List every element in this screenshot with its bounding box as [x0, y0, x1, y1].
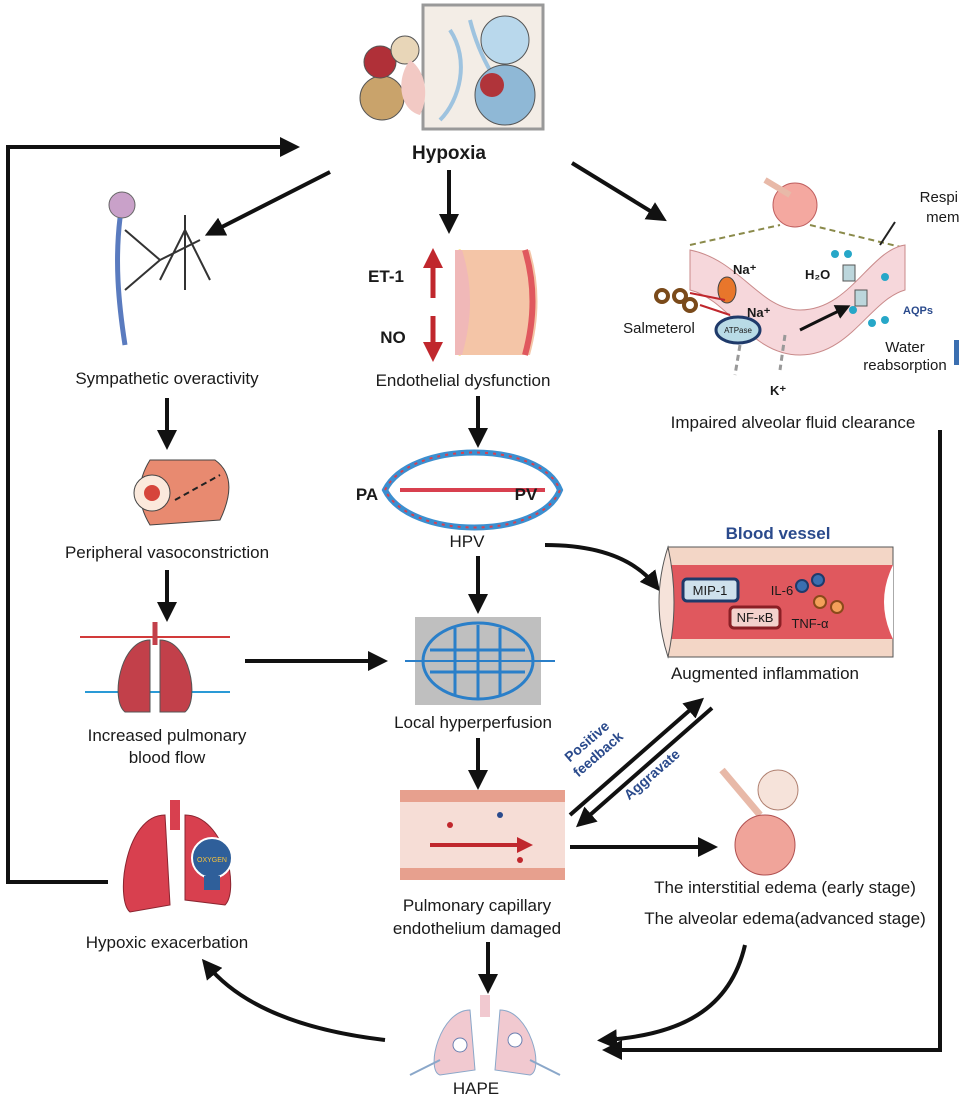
- capillary-network-illustration: [405, 617, 555, 705]
- nfkb-label: NF-κB: [737, 610, 774, 625]
- salmeterol-label: Salmeterol: [623, 320, 695, 337]
- arrow-hypoxia-to-alveolar: [570, 161, 667, 222]
- hypoxic-lungs-illustration: OXYGEN: [122, 800, 233, 913]
- oxygen-logo-text: OXYGEN: [197, 857, 227, 864]
- respiratory-membrane-illustration: [654, 177, 959, 376]
- h2o-label: H₂O: [805, 267, 830, 282]
- increased-flow-label-line1: Increased pulmonary: [88, 726, 247, 745]
- alveoli-edema-illustration: [719, 767, 799, 876]
- tnfa-label: TNF-α: [791, 616, 829, 631]
- endothelial-dysfunction-label: Endothelial dysfunction: [376, 371, 551, 390]
- arrow-feedback-loop: [6, 137, 300, 884]
- arrow-impaired-to-hape: [602, 430, 942, 1060]
- damaged-capillary-illustration: [400, 790, 565, 880]
- hypoxic-exacerbation-label: Hypoxic exacerbation: [86, 933, 249, 952]
- arrow-hpv-to-inflammation: [544, 543, 661, 592]
- local-hyperperfusion-label: Local hyperperfusion: [394, 713, 552, 732]
- k-label: K⁺: [770, 383, 786, 398]
- hape-lungs-illustration: [409, 995, 561, 1076]
- aggravate-label: Aggravate: [621, 746, 683, 803]
- lungs-blood-flow-illustration: [80, 622, 230, 713]
- endothelium-illustration: [455, 249, 538, 356]
- arrow-hape-to-hypoxic: [201, 958, 386, 1042]
- na-bottom-label: Na⁺: [747, 305, 771, 320]
- hpv-label: HPV: [450, 532, 486, 551]
- aqps-label: AQPs: [903, 305, 933, 317]
- nervous-system-illustration: [108, 191, 211, 346]
- water-reabsorption-label-line2: reabsorption: [863, 357, 946, 374]
- water-reabsorption-label-line1: Water: [885, 339, 924, 356]
- blood-vessel-label: Blood vessel: [726, 524, 831, 543]
- arrow-positive-feedback: [568, 697, 705, 817]
- increased-flow-label-line2: blood flow: [129, 748, 206, 767]
- capillary-damage-label-line1: Pulmonary capillary: [403, 896, 552, 915]
- hypoxia-illustration: [359, 3, 545, 131]
- pa-label: PA: [356, 485, 378, 504]
- respiratory-membrane-label-line2: membrane: [926, 209, 959, 226]
- arrow-edema-to-hape: [597, 944, 747, 1050]
- vessel-constriction-illustration: [133, 459, 230, 526]
- sympathetic-label: Sympathetic overactivity: [75, 369, 259, 388]
- capillary-damage-label-line2: endothelium damaged: [393, 919, 561, 938]
- mip1-label: MIP-1: [693, 583, 728, 598]
- interstitial-edema-label: The interstitial edema (early stage): [654, 878, 916, 897]
- respiratory-membrane-label-line1: Respiratory: [920, 189, 959, 206]
- et1-label: ET-1: [368, 267, 404, 286]
- alveolar-edema-label: The alveolar edema(advanced stage): [644, 909, 926, 928]
- na-top-label: Na⁺: [733, 262, 757, 277]
- peripheral-label: Peripheral vasoconstriction: [65, 543, 269, 562]
- il6-label: IL-6: [771, 583, 793, 598]
- impaired-clearance-label: Impaired alveolar fluid clearance: [671, 413, 916, 432]
- blood-vessel-illustration: [658, 545, 894, 659]
- hypoxia-label: Hypoxia: [412, 143, 486, 164]
- hape-label: HAPE: [453, 1079, 499, 1097]
- arrow-hypoxia-to-sympathetic: [204, 170, 331, 236]
- pa-pv-illustration: [381, 449, 564, 531]
- atpase-label: ATPase: [724, 326, 752, 335]
- augmented-inflammation-label: Augmented inflammation: [671, 664, 859, 683]
- no-label: NO: [380, 328, 406, 347]
- pv-label: PV: [515, 485, 538, 504]
- arrow-aggravate: [575, 706, 714, 828]
